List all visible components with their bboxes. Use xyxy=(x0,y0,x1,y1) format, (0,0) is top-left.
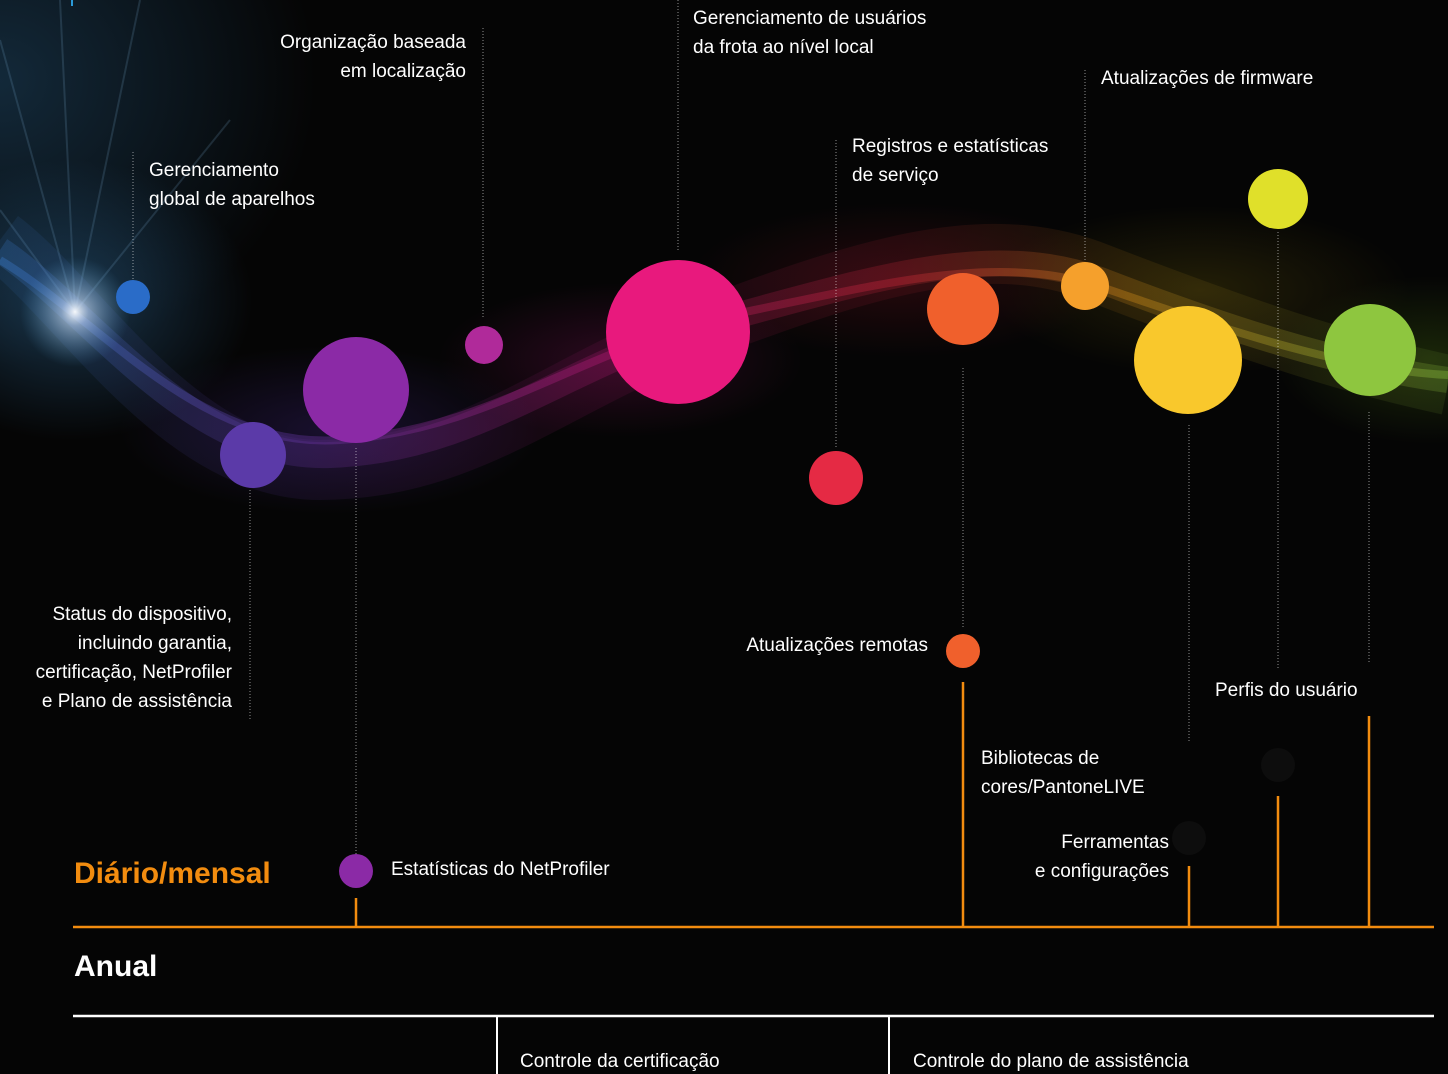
label-color-libraries: Bibliotecas de cores/PantoneLIVE xyxy=(981,748,1145,798)
dot-tools-settings xyxy=(1172,821,1206,855)
label-device-status: Status do dispositivo, incluindo garanti… xyxy=(35,604,232,712)
bubble-device-status xyxy=(220,422,286,488)
bubble-orange xyxy=(927,273,999,345)
label-certification-control: Controle da certificação xyxy=(520,1051,720,1072)
bubble-location-org xyxy=(465,326,503,364)
section-title-daily: Diário/mensal xyxy=(74,857,271,890)
label-remote-updates: Atualizações remotas xyxy=(746,635,928,656)
dot-netprofiler-stats xyxy=(339,854,373,888)
bubble-large-purple xyxy=(303,337,409,443)
label-netprofiler-stats: Estatísticas do NetProfiler xyxy=(391,859,610,880)
section-title-annual: Anual xyxy=(74,950,158,983)
bubble-green xyxy=(1324,304,1416,396)
dot-remote-updates xyxy=(946,634,980,668)
bubble-service-logs xyxy=(809,451,863,505)
label-fleet-users: Gerenciamento de usuários da frota ao ní… xyxy=(693,8,927,58)
label-firmware: Atualizações de firmware xyxy=(1101,68,1314,89)
bubble-global-devices xyxy=(116,280,150,314)
label-global-devices: Gerenciamento global de aparelhos xyxy=(149,160,315,210)
label-tools-settings: Ferramentas e configurações xyxy=(1034,832,1169,882)
bubble-firmware xyxy=(1061,262,1109,310)
bubble-fleet-users xyxy=(606,260,750,404)
bubble-yellow xyxy=(1134,306,1242,414)
label-service-logs: Registros e estatísticas de serviço xyxy=(852,136,1049,186)
label-location-org: Organização baseada em localização xyxy=(280,32,466,82)
label-assistance-plan-control: Controle do plano de assistência xyxy=(913,1051,1189,1072)
label-user-profiles: Perfis do usuário xyxy=(1215,680,1358,701)
dot-user-profiles xyxy=(1261,748,1295,782)
bubble-yellow-green xyxy=(1248,169,1308,229)
